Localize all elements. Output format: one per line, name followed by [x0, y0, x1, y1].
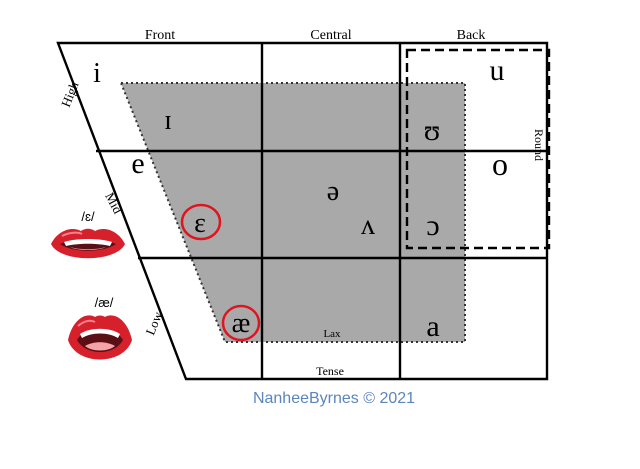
column-header-back: Back: [457, 28, 486, 43]
vowel-ash: æ: [232, 308, 251, 339]
vowel-o: o: [492, 146, 508, 182]
vowel-i: i: [93, 58, 101, 89]
region-label-lax: Lax: [323, 328, 341, 340]
lips-icon: [51, 229, 125, 259]
vowel-epsilon: ɛ: [194, 208, 206, 239]
copyright-text: NanheeByrnes © 2021: [253, 390, 415, 407]
vowel-upsilon: ʊ: [424, 114, 440, 147]
vowel-u: u: [490, 54, 505, 87]
vowel-wedge: ʌ: [361, 210, 375, 241]
vowel-small-i: ɪ: [164, 105, 172, 136]
column-header-front: Front: [145, 28, 175, 43]
mouth-label-epsilon: /ɛ/: [81, 209, 95, 224]
region-label-round: Round: [532, 129, 546, 161]
vowel-open-o: ɔ: [426, 209, 439, 242]
region-label-tense: Tense: [316, 364, 344, 378]
lax-region: [121, 83, 465, 342]
vowel-a: a: [426, 310, 439, 343]
vowel-e: e: [131, 147, 144, 180]
lips-icon: [68, 315, 132, 359]
vowel-schwa: ə: [327, 176, 339, 207]
column-header-central: Central: [310, 28, 351, 43]
mouth-label-ash: /æ/: [95, 295, 114, 310]
